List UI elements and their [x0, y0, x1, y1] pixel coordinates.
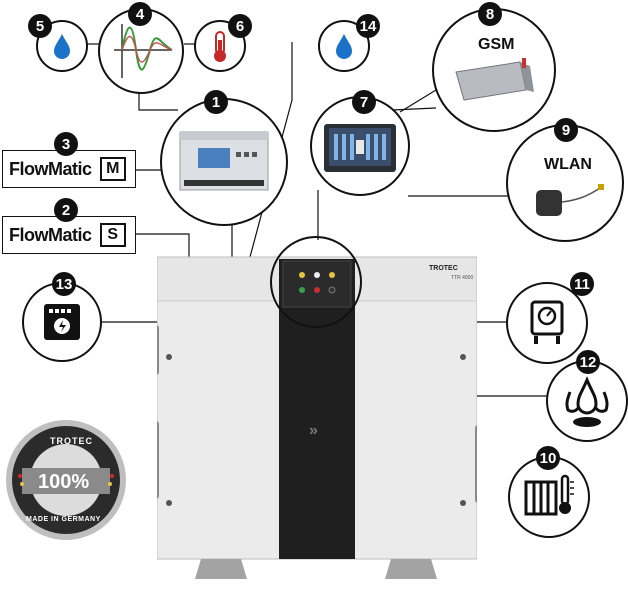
plc-controller-circle: [160, 98, 288, 226]
humidity-circle: [36, 20, 88, 72]
callout-badge-12: 12: [576, 350, 600, 374]
flowmatic-m-name: FlowMatic: [9, 158, 92, 179]
gsm-label: GSM: [478, 36, 515, 53]
electric-meter-icon: [44, 304, 80, 340]
callout-badge-11: 11: [570, 272, 594, 296]
made-in-germany-seal: TROTEC 100% MADE IN GERMANY: [4, 418, 128, 542]
flowmatic-m-letter: M: [99, 157, 126, 181]
thermometer-icon: [214, 31, 226, 62]
device-model: TTR 4000: [451, 275, 474, 281]
flowmatic-s-letter: S: [99, 223, 126, 247]
flowmatic-m-label: FlowMatic M: [2, 150, 136, 188]
pressure-sensor-circle: [506, 282, 588, 364]
callout-badge-4: 4: [128, 2, 152, 26]
gas-flame-icon: [565, 376, 609, 427]
gsm-modem-icon: [455, 58, 534, 101]
pressure-gauge-icon: [530, 300, 564, 344]
svg-text:»: »: [309, 422, 318, 439]
callout-badge-13: 13: [52, 272, 76, 296]
plc-controller-icon: [179, 131, 269, 191]
seal-brand: TROTEC: [50, 436, 93, 446]
radiator-thermometer-icon: [524, 474, 574, 516]
callout-badge-14: 14: [356, 14, 380, 38]
water-droplet-icon: [336, 34, 352, 59]
wlan-antenna-icon: [536, 184, 604, 216]
seal-percent: 100%: [38, 471, 90, 493]
quality-seal-icon: [6, 420, 126, 540]
flowmatic-s-label: FlowMatic S: [2, 216, 136, 254]
flowmatic-s-name: FlowMatic: [9, 224, 92, 245]
callout-badge-1: 1: [204, 90, 228, 114]
seal-text: MADE IN GERMANY: [26, 516, 101, 523]
wlan-label: WLAN: [544, 156, 592, 173]
callout-badge-10: 10: [536, 446, 560, 470]
callout-badge-2: 2: [54, 198, 78, 222]
device-brand: TROTEC: [429, 265, 458, 272]
signal-graph-icon: [114, 24, 173, 78]
touch-display-icon: [324, 124, 396, 172]
callout-badge-7: 7: [352, 90, 376, 114]
water-droplet-icon: [54, 34, 70, 59]
callout-badge-6: 6: [228, 14, 252, 38]
callout-badge-5: 5: [28, 14, 52, 38]
callout-badge-3: 3: [54, 132, 78, 156]
wlan-circle: WLAN: [506, 124, 624, 242]
control-panel-magnifier: [270, 236, 362, 328]
gsm-module-circle: GSM: [432, 8, 556, 132]
callout-badge-8: 8: [478, 2, 502, 26]
callout-badge-9: 9: [554, 118, 578, 142]
